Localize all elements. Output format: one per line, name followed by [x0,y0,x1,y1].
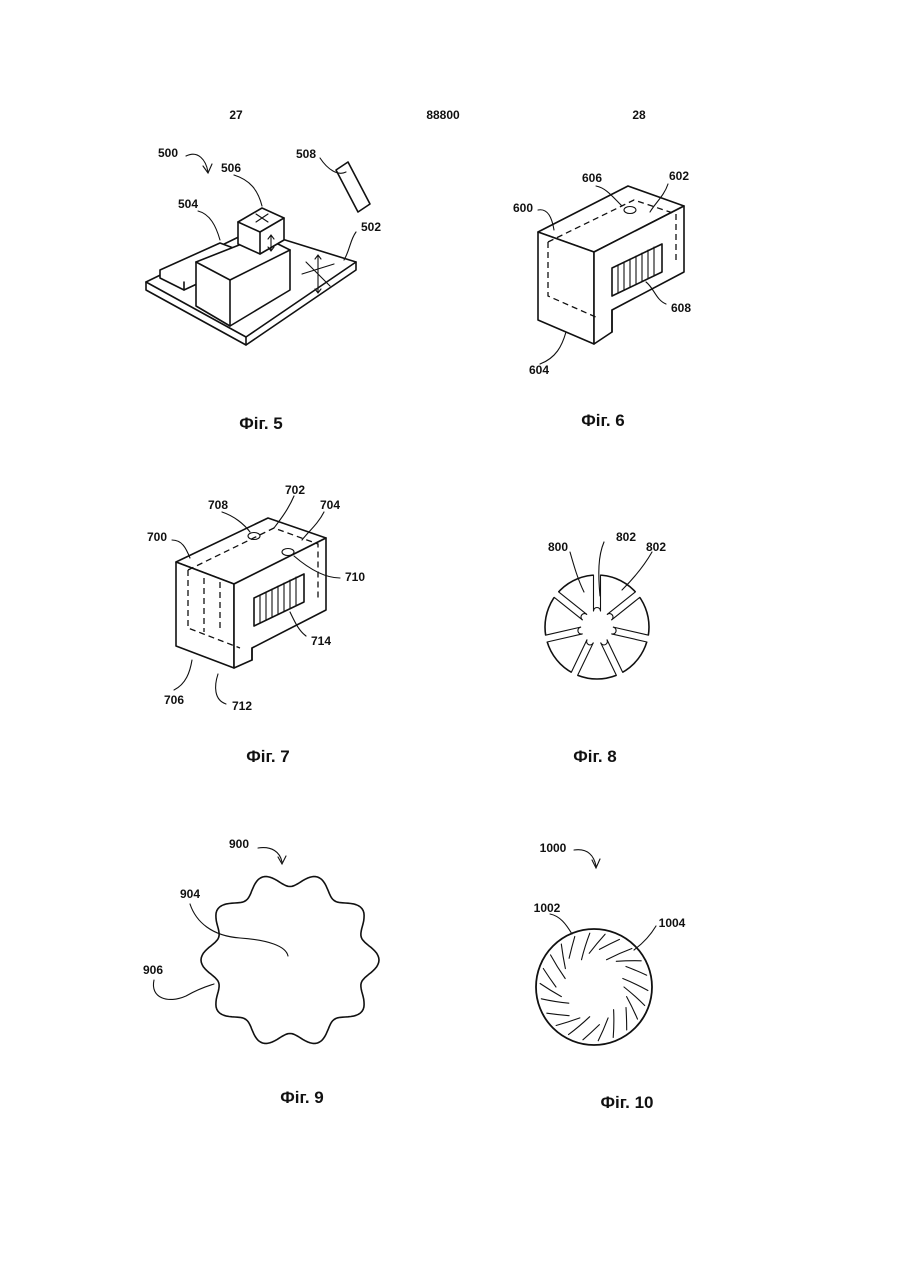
fig10-label-1000: 1000 [540,841,567,855]
fig10-label-1004: 1004 [659,916,686,930]
fig6-label-600: 600 [513,201,533,215]
fig6-label-602: 602 [669,169,689,183]
fig5-label-506: 506 [221,161,241,175]
fig7-label-706: 706 [164,693,184,707]
slot [610,593,640,617]
figure-7-drawing [172,496,340,704]
fig7-label-710: 710 [345,570,365,584]
swirl-line [607,949,632,960]
fig5-label-508: 508 [296,147,316,161]
fig8-label-802-left: 802 [616,530,636,544]
fig8-label-800: 800 [548,540,568,554]
figure-7-caption: Фіг. 7 [246,747,290,766]
swirl-line [598,1018,608,1041]
slot [604,641,621,676]
figure-6-drawing [538,184,684,364]
swirl-line [624,987,645,1006]
fig6-label-606: 606 [582,171,602,185]
swirl-line [626,1008,627,1031]
fig5-label-504: 504 [178,197,198,211]
figure-8-caption: Фіг. 8 [573,747,617,766]
fig7-label-712: 712 [232,699,252,713]
slot [554,593,584,617]
swirl-line [547,1013,569,1016]
swirl-line [616,961,641,962]
swirl-line [582,933,590,960]
fig6-label-608: 608 [671,301,691,315]
swirl-line [599,939,619,949]
swirl-line [626,967,647,976]
fig5-label-502: 502 [361,220,381,234]
right-page-number: 28 [632,108,646,122]
fig7-label-704: 704 [320,498,340,512]
swirl-line [569,1017,590,1035]
figure-5-drawing [146,154,370,345]
fig9-label-906: 906 [143,963,163,977]
figure-5-caption: Фіг. 5 [239,414,283,433]
fig7-label-700: 700 [147,530,167,544]
fig7-label-708: 708 [208,498,228,512]
figure-9-drawing [153,848,379,1044]
slot [573,641,590,676]
swirl-line [561,944,565,969]
fig9-label-904: 904 [180,887,200,901]
fig9-label-900: 900 [229,837,249,851]
figure-10-drawing [536,850,656,1045]
swirl-line [543,969,556,988]
swirl-line [627,997,638,1020]
figure-6-caption: Фіг. 6 [581,411,625,430]
swirl-line [589,934,605,953]
fig5-label-500: 500 [158,146,178,160]
fig8-label-802-right: 802 [646,540,666,554]
swirl-line [613,1010,614,1038]
fig7-label-702: 702 [285,483,305,497]
swirl-line [556,1018,580,1026]
fig7-label-714: 714 [311,634,331,648]
swirl-line [569,937,575,959]
figure-10-caption: Фіг. 10 [601,1093,654,1112]
swirl-line [541,999,569,1003]
fig6-label-604: 604 [529,363,549,377]
figure-8-drawing [543,542,652,679]
left-page-number: 27 [229,108,243,122]
swirl-line [583,1025,600,1040]
patent-number: 88800 [426,108,460,122]
figure-9-caption: Фіг. 9 [280,1088,324,1107]
swirl-line [540,984,561,997]
fig10-label-1002: 1002 [534,901,561,915]
